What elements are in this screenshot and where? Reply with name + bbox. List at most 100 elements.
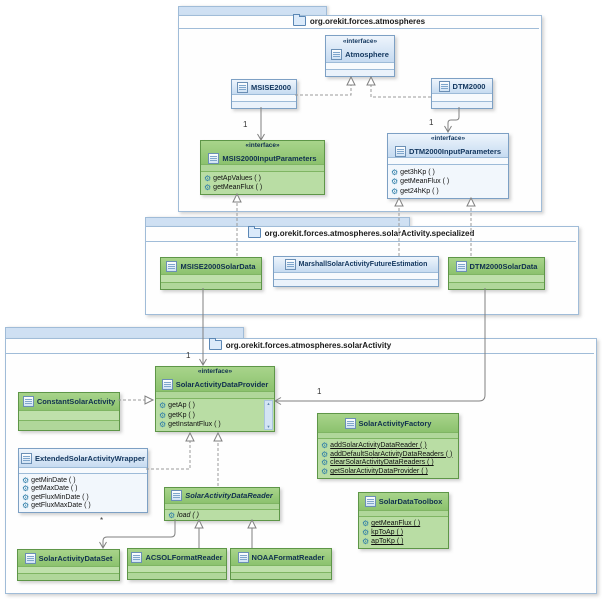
multiplicity-label: 1	[429, 118, 434, 127]
folder-icon	[208, 338, 222, 350]
method-item[interactable]: ⚙getFluxMinDate ( )	[22, 492, 89, 502]
attributes-compartment	[449, 274, 544, 282]
stereotype-label: «interface»	[245, 141, 280, 149]
class-marshallsolaractivityfutureestimation[interactable]: MarshallSolarActivityFutureEstimation	[273, 256, 439, 287]
class-name: SolarDataToolbox	[378, 497, 443, 506]
class-solaractivitydataset[interactable]: SolarActivityDataSet	[17, 549, 120, 581]
method-item[interactable]: ⚙getKp ( )	[159, 410, 196, 420]
operation-icon: ⚙	[22, 484, 30, 494]
class-icon	[24, 552, 36, 564]
method-item[interactable]: ⚙getInstantFlux ( )	[159, 419, 221, 429]
method-item[interactable]: ⚙getMinDate ( )	[22, 475, 76, 485]
attributes-compartment	[326, 62, 394, 69]
operation-icon: ⚙	[321, 449, 329, 459]
multiplicity-label: *	[100, 516, 104, 525]
folder-icon	[292, 14, 306, 26]
class-atmosphere[interactable]: «interface» Atmosphere	[325, 35, 395, 77]
method-item[interactable]: ⚙getAp ( )	[159, 401, 196, 411]
method-item[interactable]: ⚙getMeanFlux ( )	[204, 183, 263, 192]
methods-compartment: ⚙getAp ( ) ⚙getKp ( ) ⚙getInstantFlux ( …	[156, 398, 274, 431]
class-name: SolarActivityDataReader	[185, 491, 273, 500]
methods-compartment	[161, 281, 261, 289]
package-name-specialized: org.orekit.forces.atmospheres.solarActiv…	[264, 228, 475, 238]
interface-icon	[394, 145, 406, 157]
attributes-compartment	[231, 565, 331, 572]
interface-icon	[208, 152, 220, 164]
class-dtm2000[interactable]: DTM2000	[431, 78, 493, 109]
operation-icon: ⚙	[159, 401, 167, 411]
methods-compartment: ⚙getApValues ( ) ⚙getMeanFlux ( )	[201, 171, 324, 194]
scrollbar[interactable]: ▲▼	[264, 400, 273, 430]
operation-icon: ⚙	[391, 177, 399, 186]
attributes-compartment	[201, 164, 324, 171]
class-solaractivitydatareader[interactable]: SolarActivityDataReader ⚙load ( )	[164, 487, 280, 521]
methods-compartment	[232, 101, 296, 108]
scroll-up-icon[interactable]: ▲	[266, 401, 271, 406]
methods-compartment	[449, 281, 544, 289]
attributes-compartment	[165, 503, 279, 509]
class-extendedsolaractivitywrapper[interactable]: ExtendedSolarActivityWrapper ⚙getMinDate…	[18, 448, 148, 513]
operation-icon: ⚙	[168, 510, 176, 520]
class-msise2000solardata[interactable]: MSISE2000SolarData	[160, 257, 262, 290]
method-item[interactable]: ⚙getMeanFlux ( )	[362, 519, 421, 528]
method-item[interactable]: ⚙addDefaultSolarActivityDataReaders ( )	[321, 449, 453, 459]
class-solardatatoolbox[interactable]: SolarDataToolbox ⚙getMeanFlux ( ) ⚙kpToA…	[358, 492, 449, 549]
methods-compartment: ⚙getMinDate ( ) ⚙getMaxDate ( ) ⚙getFlux…	[19, 473, 147, 512]
operation-icon: ⚙	[204, 183, 212, 192]
method-item[interactable]: ⚙getFluxMaxDate ( )	[22, 501, 91, 511]
package-tab-solaractivity[interactable]	[5, 327, 244, 339]
class-constantsolaractivity[interactable]: ConstantSolarActivity	[18, 392, 120, 431]
method-item[interactable]: ⚙load ( )	[168, 510, 199, 520]
multiplicity-label: 1	[186, 351, 191, 360]
method-item[interactable]: ⚙getSolarActivityDataProvider ( )	[321, 467, 428, 477]
methods-compartment: ⚙getMeanFlux ( ) ⚙kpToAp ( ) ⚙apToKp ( )	[359, 516, 448, 548]
class-acsolformatreader[interactable]: ACSOLFormatReader	[127, 548, 227, 580]
class-name: NOAAFormatReader	[251, 552, 325, 562]
class-noaaformatreader[interactable]: NOAAFormatReader	[230, 548, 332, 580]
interface-dtm2000inputparameters[interactable]: «interface» DTM2000InputParameters ⚙get3…	[387, 133, 509, 199]
method-item[interactable]: ⚙getMaxDate ( )	[22, 484, 78, 494]
method-item[interactable]: ⚙getMeanFlux ( )	[391, 177, 450, 186]
method-item[interactable]: ⚙get3hKp ( )	[391, 167, 435, 177]
method-item[interactable]: ⚙apToKp ( )	[362, 537, 404, 546]
operation-icon: ⚙	[22, 492, 30, 502]
method-item[interactable]: ⚙getApValues ( )	[204, 174, 261, 183]
folder-icon	[247, 226, 261, 238]
package-separator	[146, 241, 576, 242]
interface-solaractivitydataprovider[interactable]: «interface» SolarActivityDataProvider ⚙g…	[155, 366, 275, 432]
methods-compartment	[128, 572, 226, 579]
operation-icon: ⚙	[362, 528, 370, 537]
attributes-compartment	[19, 467, 147, 473]
interface-icon	[331, 49, 343, 60]
class-name: DTM2000InputParameters	[408, 146, 502, 156]
package-tab-atmospheres[interactable]	[178, 6, 327, 16]
method-item[interactable]: ⚙addSolarActivityDataReader ( )	[321, 440, 427, 450]
operation-icon: ⚙	[159, 410, 167, 420]
interface-msis2000inputparameters[interactable]: «interface» MSIS2000InputParameters ⚙get…	[200, 140, 325, 195]
class-solaractivityfactory[interactable]: SolarActivityFactory ⚙addSolarActivityDa…	[317, 413, 459, 479]
method-item[interactable]: ⚙clearSolarActivityDataReaders ( )	[321, 458, 434, 468]
package-separator	[179, 28, 539, 29]
package-tab-specialized[interactable]	[145, 217, 410, 227]
class-icon	[364, 496, 376, 507]
stereotype-label: «interface»	[197, 368, 233, 375]
methods-compartment	[19, 420, 119, 430]
methods-compartment	[18, 573, 119, 580]
class-dtm2000solardata[interactable]: DTM2000SolarData	[448, 257, 545, 290]
class-icon	[455, 260, 467, 272]
class-name: Atmosphere	[345, 50, 389, 59]
stereotype-label: «interface»	[430, 134, 466, 142]
operation-icon: ⚙	[391, 186, 399, 196]
class-msise2000[interactable]: MSISE2000	[231, 79, 297, 109]
package-name-solaractivity: org.orekit.forces.atmospheres.solarActiv…	[225, 340, 392, 350]
stereotype-label: «interface»	[342, 38, 378, 45]
method-item[interactable]: ⚙kpToAp ( )	[362, 528, 404, 537]
method-item[interactable]: ⚙get24hKp ( )	[391, 186, 439, 196]
scroll-down-icon[interactable]: ▼	[266, 424, 271, 429]
class-name: ACSOLFormatReader	[145, 552, 223, 562]
operation-icon: ⚙	[22, 475, 30, 485]
class-icon	[344, 417, 356, 429]
methods-compartment	[231, 572, 331, 579]
class-name: MSIS2000InputParameters	[222, 153, 317, 163]
methods-compartment: ⚙addSolarActivityDataReader ( ) ⚙addDefa…	[318, 438, 458, 478]
